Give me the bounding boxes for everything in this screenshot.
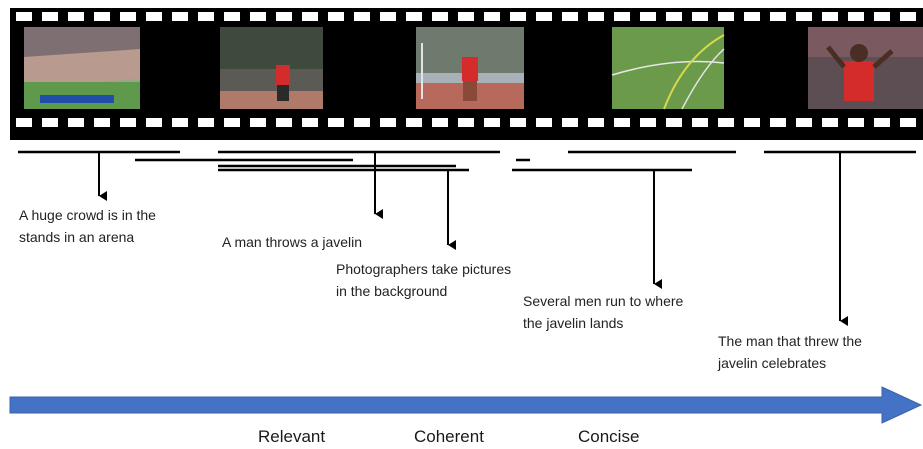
sprocket-hole (718, 118, 734, 127)
caption-photographers: Photographers take pictures in the backg… (336, 261, 512, 299)
sprocket-hole (796, 118, 812, 127)
criterion-relevant: Relevant (258, 427, 326, 446)
caption-pointers (98, 152, 848, 326)
video-frame-stadium-crowd (24, 27, 140, 109)
sprocket-hole (640, 118, 656, 127)
sprocket-hole (328, 12, 344, 21)
caption-celebration: The man that threw the javelin celebrate… (718, 333, 862, 371)
caption-runners: Several men run to where the javelin lan… (523, 293, 684, 331)
sprocket-hole (250, 12, 266, 21)
sprocket-hole (666, 118, 682, 127)
sprocket-hole (848, 12, 864, 21)
sprocket-hole (94, 118, 110, 127)
sprocket-hole (120, 12, 136, 21)
criterion-coherent: Coherent (414, 427, 484, 446)
sprocket-hole (770, 118, 786, 127)
sprocket-hole (874, 12, 890, 21)
sprocket-hole (354, 118, 370, 127)
caption-crowd: A huge crowd is in the stands in an aren… (19, 207, 156, 245)
sprocket-hole (42, 118, 58, 127)
sprocket-hole (276, 12, 292, 21)
sprocket-hole (484, 118, 500, 127)
sprocket-hole (458, 12, 474, 21)
filmstrip (10, 8, 923, 140)
sprocket-hole (380, 12, 396, 21)
sprocket-hole (874, 118, 890, 127)
sprocket-hole (796, 12, 812, 21)
sprocket-hole (718, 12, 734, 21)
sprocket-hole (16, 118, 32, 127)
sprocket-hole (224, 118, 240, 127)
sprocket-hole (302, 12, 318, 21)
sprocket-hole (744, 118, 760, 127)
sprocket-hole (510, 118, 526, 127)
sprocket-hole (328, 118, 344, 127)
sprocket-hole (198, 118, 214, 127)
sprocket-hole (224, 12, 240, 21)
sprocket-hole (146, 12, 162, 21)
sprocket-hole (406, 12, 422, 21)
sprocket-hole (380, 118, 396, 127)
sprocket-hole (770, 12, 786, 21)
sprocket-hole (250, 118, 266, 127)
sprocket-hole (900, 118, 916, 127)
caption-throw: A man throws a javelin (222, 234, 363, 250)
sprocket-hole (562, 12, 578, 21)
video-frame-athlete-celebrates (808, 27, 923, 109)
sprocket-hole (68, 118, 84, 127)
sprocket-hole (94, 12, 110, 21)
timeline-arrow (9, 386, 923, 424)
sprocket-hole (822, 118, 838, 127)
sprocket-hole (42, 12, 58, 21)
sprocket-hole (744, 12, 760, 21)
sprocket-hole (172, 12, 188, 21)
sprocket-hole (406, 118, 422, 127)
video-frame-track-runners (611, 27, 725, 110)
sprocket-hole (692, 12, 708, 21)
sprocket-hole (120, 118, 136, 127)
video-frame-javelin-runup (220, 27, 323, 109)
sprocket-hole (198, 12, 214, 21)
sprocket-hole (536, 12, 552, 21)
criterion-concise: Concise (578, 427, 640, 446)
sprocket-hole (484, 12, 500, 21)
sprocket-hole (900, 12, 916, 21)
sprocket-hole (588, 12, 604, 21)
sprocket-hole (562, 118, 578, 127)
sprocket-hole (16, 12, 32, 21)
sprocket-hole (458, 118, 474, 127)
sprocket-hole (276, 118, 292, 127)
sprocket-hole (536, 118, 552, 127)
video-frame-javelin-throw (416, 27, 524, 109)
sprocket-hole (640, 12, 656, 21)
sprocket-hole (432, 12, 448, 21)
sprocket-hole (146, 118, 162, 127)
sprocket-hole (692, 118, 708, 127)
sprocket-hole (354, 12, 370, 21)
sprocket-hole (588, 118, 604, 127)
timeline-arrow-shape (9, 386, 923, 424)
sprocket-hole (614, 118, 630, 127)
sprocket-hole (666, 12, 682, 21)
name-banner (40, 95, 114, 103)
segment-lines (18, 150, 916, 172)
sprocket-hole (848, 118, 864, 127)
sprocket-hole (614, 12, 630, 21)
sprocket-hole (302, 118, 318, 127)
athlete (276, 65, 290, 85)
sprocket-hole (172, 118, 188, 127)
athlete (462, 57, 478, 81)
athlete (844, 61, 874, 101)
sprocket-hole (510, 12, 526, 21)
sprocket-hole (432, 118, 448, 127)
sprocket-hole (822, 12, 838, 21)
sprocket-hole (68, 12, 84, 21)
